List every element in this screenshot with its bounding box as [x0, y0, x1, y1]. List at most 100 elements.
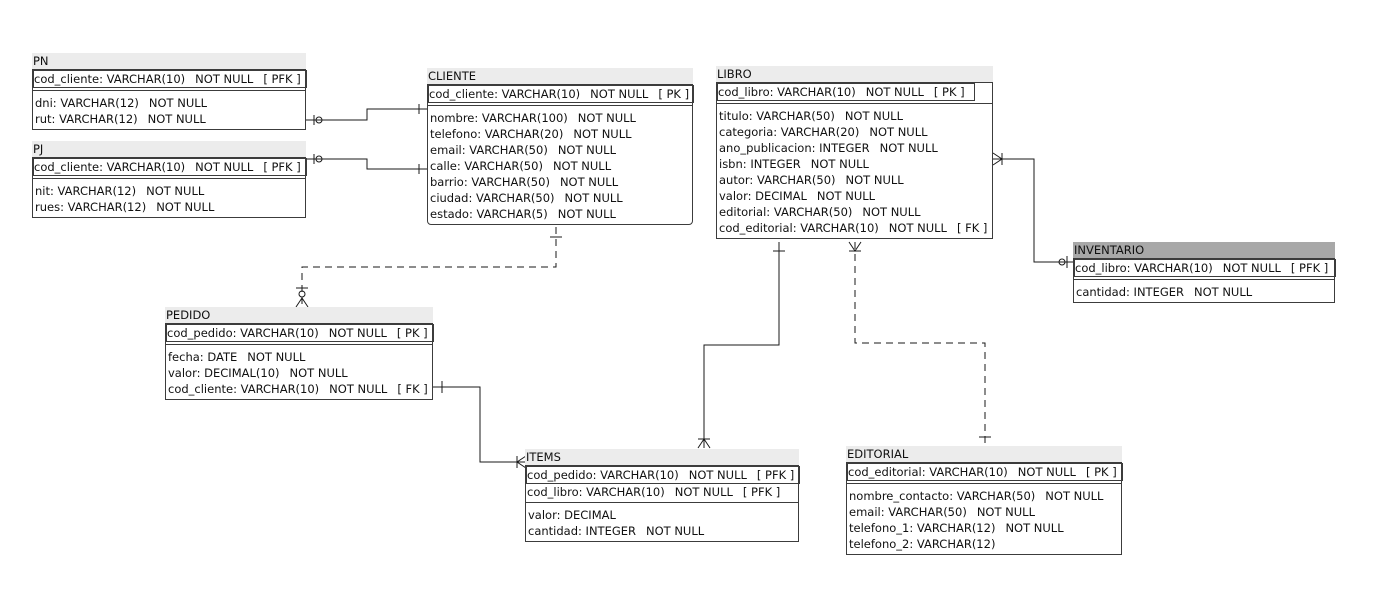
attr-row[interactable]: telefono_1: VARCHAR(12)NOT NULL	[849, 521, 1064, 535]
entity-items[interactable]: ITEMS cod_pedido: VARCHAR(10)NOT NULL[ P…	[525, 449, 800, 542]
selection-box	[847, 463, 1123, 481]
col-null: NOT NULL	[976, 505, 1035, 519]
entity-pedido[interactable]: PEDIDO cod_pedido: VARCHAR(10)NOT NULL[ …	[165, 307, 434, 400]
col-type: INTEGER	[819, 141, 870, 155]
selection-box	[33, 70, 307, 88]
col-name: cantidad	[1076, 285, 1127, 299]
col-name: cod_cliente	[34, 160, 100, 174]
attr-row[interactable]: valor: DECIMAL	[528, 508, 616, 522]
col-type: VARCHAR(12)	[916, 537, 996, 551]
attr-row[interactable]: email: VARCHAR(50)NOT NULL	[849, 505, 1035, 519]
col-type: VARCHAR(50)	[773, 205, 853, 219]
entity-body: cod_cliente: VARCHAR(10)NOT NULL[ PFK ] …	[32, 157, 307, 218]
col-null: NOT NULL	[195, 72, 254, 86]
col-name: telefono	[430, 127, 478, 141]
col-type: DECIMAL(10)	[204, 366, 280, 380]
attr-row[interactable]: cod_editorial: VARCHAR(10)NOT NULL[ FK ]	[719, 221, 988, 235]
attr-row[interactable]: ciudad: VARCHAR(50)NOT NULL	[430, 191, 623, 205]
entity-title: EDITORIAL	[846, 446, 1122, 462]
attr-row[interactable]: editorial: VARCHAR(50)NOT NULL	[719, 205, 921, 219]
entity-title: LIBRO	[716, 66, 993, 82]
col-null: NOT NULL	[195, 160, 254, 174]
separator	[717, 103, 992, 104]
attr-row[interactable]: categoria: VARCHAR(20)NOT NULL	[719, 125, 928, 139]
col-null: NOT NULL	[674, 485, 733, 499]
entity-cliente[interactable]: CLIENTE cod_cliente: VARCHAR(10)NOT NULL…	[427, 68, 694, 225]
separator	[33, 90, 305, 91]
col-name: calle	[430, 159, 457, 173]
entity-inventario[interactable]: INVENTARIO cod_libro: VARCHAR(10)NOT NUL…	[1073, 242, 1336, 303]
separator	[428, 105, 692, 106]
attr-row[interactable]: nombre_contacto: VARCHAR(50)NOT NULL	[849, 489, 1104, 503]
col-type: VARCHAR(10)	[1134, 261, 1213, 275]
pk-row[interactable]: cod_cliente: VARCHAR(10)NOT NULL[ PK ]	[428, 85, 694, 103]
entity-editorial[interactable]: EDITORIAL cod_editorial: VARCHAR(10)NOT …	[846, 446, 1123, 555]
attr-row[interactable]: titulo: VARCHAR(50)NOT NULL	[719, 109, 903, 123]
col-null: NOT NULL	[879, 141, 938, 155]
col-null: NOT NULL	[573, 127, 632, 141]
col-type: VARCHAR(100)	[481, 111, 568, 125]
col-key: [ PK ]	[933, 85, 965, 99]
col-key: [ PFK ]	[263, 160, 301, 174]
col-null: NOT NULL	[865, 85, 924, 99]
entity-title: ITEMS	[525, 449, 799, 465]
pk-row[interactable]: cod_cliente: VARCHAR(10)NOT NULL[ PFK ]	[33, 158, 307, 176]
separator	[33, 178, 305, 179]
col-name: editorial	[719, 205, 767, 219]
attr-row[interactable]: telefono: VARCHAR(20)NOT NULL	[430, 127, 632, 141]
entity-body: cod_libro: VARCHAR(10)NOT NULL[ PK ] tit…	[716, 82, 993, 239]
col-name: valor	[528, 508, 557, 522]
col-name: email	[430, 143, 462, 157]
pk-row[interactable]: cod_libro: VARCHAR(10)NOT NULL[ PFK ]	[1074, 259, 1336, 277]
col-null: NOT NULL	[810, 157, 869, 171]
entity-body: cod_cliente: VARCHAR(10)NOT NULL[ PFK ] …	[32, 69, 307, 130]
attr-row[interactable]: nit: VARCHAR(12)NOT NULL	[35, 184, 205, 198]
selection-box	[428, 85, 694, 103]
entity-pn[interactable]: PN cod_cliente: VARCHAR(10)NOT NULL[ PFK…	[32, 53, 307, 130]
col-name: cod_editorial	[848, 465, 922, 479]
col-name: isbn	[719, 157, 743, 171]
col-name: valor	[719, 189, 748, 203]
selection-box	[33, 158, 307, 176]
pk-row[interactable]: cod_libro: VARCHAR(10)NOT NULL[ PK ]	[717, 83, 992, 101]
pk-row[interactable]: cod_pedido: VARCHAR(10)NOT NULL[ PK ]	[166, 324, 434, 342]
col-type: DECIMAL	[755, 189, 807, 203]
attr-row[interactable]: barrio: VARCHAR(50)NOT NULL	[430, 175, 619, 189]
attr-row[interactable]: email: VARCHAR(50)NOT NULL	[430, 143, 616, 157]
col-type: VARCHAR(10)	[586, 485, 665, 499]
attr-row[interactable]: rut: VARCHAR(12)NOT NULL	[35, 112, 206, 126]
attr-row[interactable]: nombre: VARCHAR(100)NOT NULL	[430, 111, 636, 125]
entity-pj[interactable]: PJ cod_cliente: VARCHAR(10)NOT NULL[ PFK…	[32, 141, 307, 218]
pk-row[interactable]: cod_libro: VARCHAR(10)NOT NULL[ PFK ]	[527, 485, 781, 499]
col-null: NOT NULL	[156, 200, 215, 214]
attr-row[interactable]: estado: VARCHAR(5)NOT NULL	[430, 207, 616, 221]
col-type: VARCHAR(10)	[929, 465, 1008, 479]
attr-row[interactable]: autor: VARCHAR(50)NOT NULL	[719, 173, 904, 187]
col-null: NOT NULL	[557, 207, 616, 221]
pk-row[interactable]: cod_editorial: VARCHAR(10)NOT NULL[ PK ]	[847, 463, 1123, 481]
rel-inventario-circle	[1058, 258, 1066, 266]
attr-row[interactable]: dni: VARCHAR(12)NOT NULL	[35, 96, 208, 110]
separator	[847, 483, 1121, 484]
attr-row[interactable]: valor: DECIMAL(10)NOT NULL	[168, 366, 348, 380]
col-null: NOT NULL	[329, 382, 388, 396]
attr-row[interactable]: telefono_2: VARCHAR(12)	[849, 537, 996, 551]
attr-row[interactable]: calle: VARCHAR(50)NOT NULL	[430, 159, 612, 173]
col-type: VARCHAR(50)	[471, 175, 550, 189]
col-name: cod_libro	[718, 85, 770, 99]
col-null: NOT NULL	[844, 109, 903, 123]
entity-libro[interactable]: LIBRO cod_libro: VARCHAR(10)NOT NULL[ PK…	[716, 66, 993, 239]
col-type: VARCHAR(50)	[464, 159, 543, 173]
col-key: [ PFK ]	[263, 72, 301, 86]
pk-row[interactable]: cod_pedido: VARCHAR(10)NOT NULL[ PFK ]	[526, 466, 800, 484]
attr-row[interactable]: rues: VARCHAR(12)NOT NULL	[35, 200, 215, 214]
col-name: telefono_1	[849, 521, 910, 535]
pk-row[interactable]: cod_cliente: VARCHAR(10)NOT NULL[ PFK ]	[33, 70, 307, 88]
attr-row[interactable]: cod_cliente: VARCHAR(10)NOT NULL[ FK ]	[168, 382, 428, 396]
